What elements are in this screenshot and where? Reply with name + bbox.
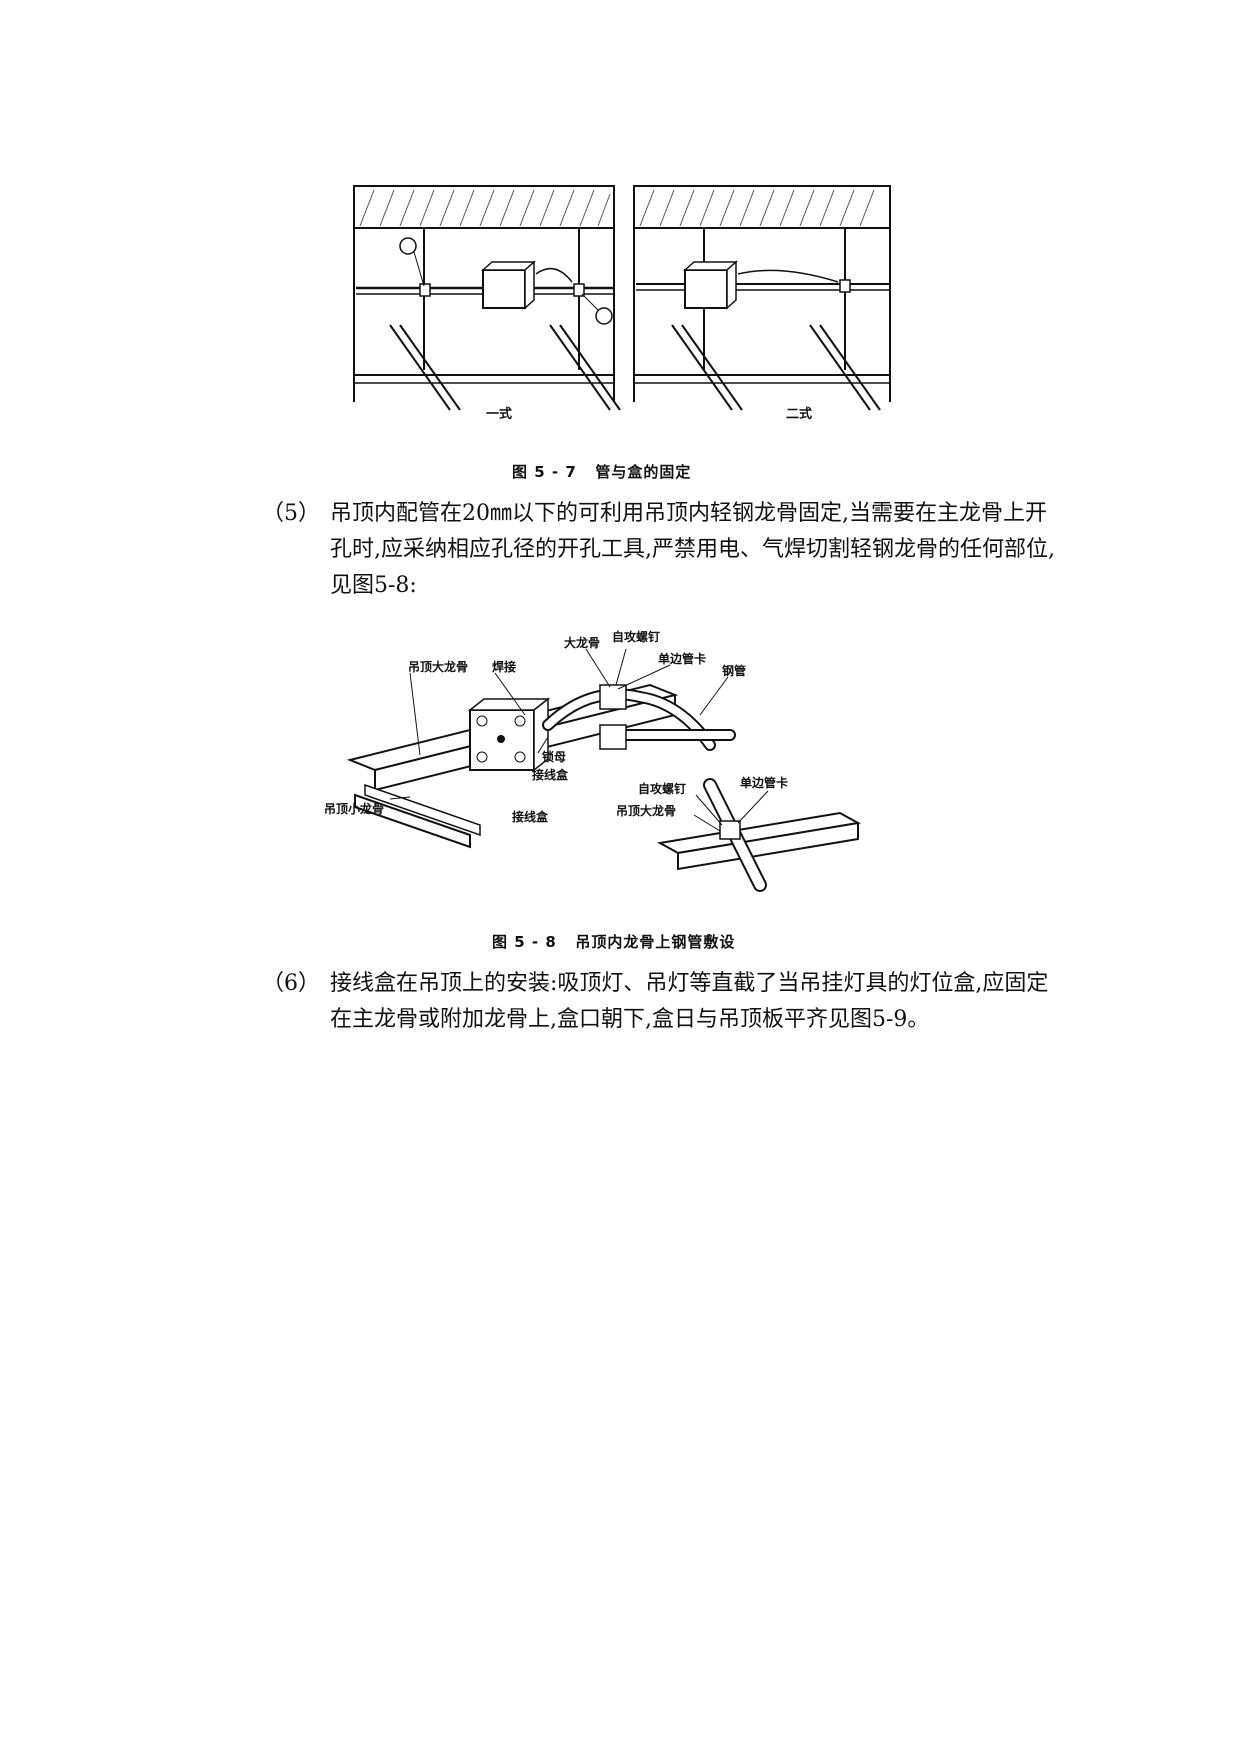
label-small-keel: 吊顶小龙骨	[324, 801, 384, 816]
paragraph-5-text: 吊顶内配管在20㎜以下的可利用吊顶内轻钢龙骨固定,当需要在主龙骨上开孔时,应采纳…	[330, 501, 1055, 598]
figure-5-7-left-panel: 一式	[353, 185, 621, 422]
label-weld: 焊接	[492, 659, 516, 674]
label-single-clip-2: 单边管卡	[740, 775, 788, 790]
label-self-tap-screw: 自攻螺钉	[612, 629, 660, 644]
figure-5-8: 吊顶大龙骨 焊接 大龙骨 自攻螺钉 单边管卡 钢管 锁母 接线盒 吊顶小龙骨 接…	[320, 625, 920, 935]
figure-5-7: 一式	[340, 170, 920, 440]
label-main-keel: 吊顶大龙骨	[408, 659, 468, 674]
label-junction-box-sub: 接线盒	[512, 809, 549, 824]
label-junction-box: 接线盒	[532, 767, 569, 782]
figure-5-7-right-panel: 二式	[633, 185, 891, 422]
marker-2	[595, 307, 613, 325]
figure-5-8-caption: 图 5 - 8 吊顶内龙骨上钢管敷设	[492, 933, 736, 951]
label-big-keel: 大龙骨	[564, 635, 600, 650]
figure-5-7-sub-left: 一式	[486, 406, 512, 422]
label-main-keel-2: 吊顶大龙骨	[616, 803, 676, 818]
figure-5-7-caption: 图 5 - 7 管与盒的固定	[512, 463, 692, 481]
figure-5-8-left-drawing: 吊顶大龙骨 焊接 大龙骨 自攻螺钉 单边管卡 钢管 锁母 接线盒 吊顶小龙骨 接…	[324, 629, 746, 849]
paragraph-5: （5） 吊顶内配管在20㎜以下的可利用吊顶内轻钢龙骨固定,当需要在主龙骨上开孔时…	[262, 496, 1062, 608]
figure-5-8-right-drawing: 自攻螺钉 单边管卡 吊顶大龙骨	[616, 775, 861, 892]
label-single-clip: 单边管卡	[658, 651, 706, 666]
label-steel-pipe: 钢管	[722, 663, 746, 678]
paragraph-6-text: 接线盒在吊顶上的安装:吸顶灯、吊灯等直截了当吊挂灯具的灯位盒,应固定在主龙骨或附…	[330, 971, 1049, 1032]
paragraph-5-number: （5）	[262, 501, 320, 526]
marker-1	[399, 237, 417, 255]
label-self-tap-screw-2: 自攻螺钉	[638, 781, 686, 796]
figure-5-7-sub-right: 二式	[786, 406, 812, 422]
paragraph-6-number: （6）	[262, 971, 320, 996]
paragraph-6: （6） 接线盒在吊顶上的安装:吸顶灯、吊灯等直截了当吊挂灯具的灯位盒,应固定在主…	[262, 966, 1062, 1078]
label-lock-nut: 锁母	[542, 749, 566, 764]
